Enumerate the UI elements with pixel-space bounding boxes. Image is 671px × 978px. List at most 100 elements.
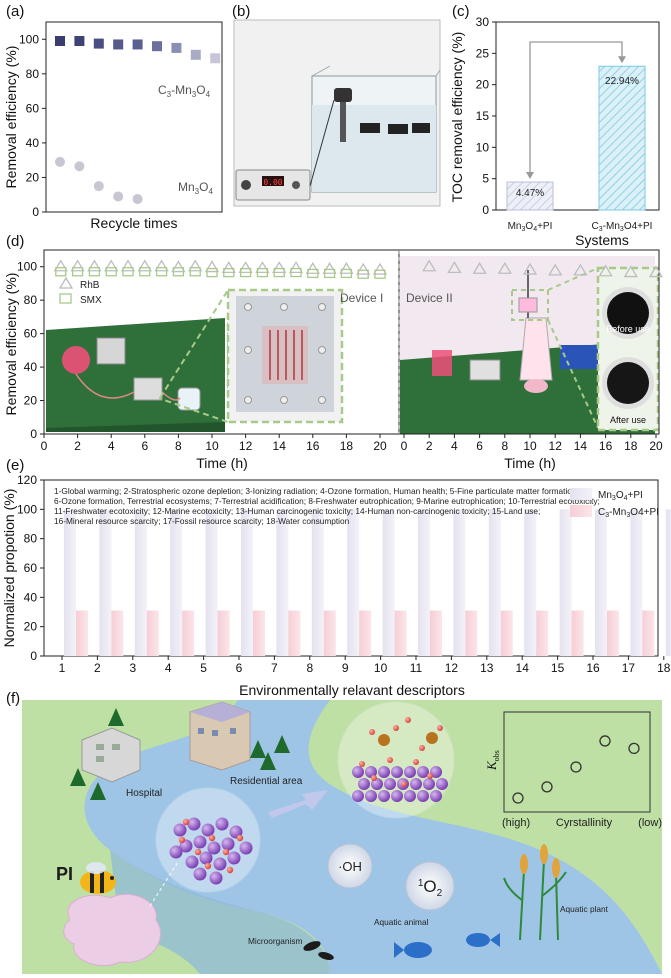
panel-a-c3-point [74,36,85,46]
panel-a-y-tick-label: 20 [26,170,40,184]
panel-e-x-tick-label: 13 [480,661,494,675]
panel-d-y-tick-label: 40 [24,360,38,374]
panel-d-smx-point [206,267,218,278]
panel-e-y-tick-label: 0 [30,649,37,663]
mn-atom [207,841,221,855]
panel-e-bar-c3 [642,610,655,656]
panel-a-mn3o4-point [132,194,143,205]
panel-e-y-tick-label: 40 [24,590,38,604]
panel-e-y-tick-label: 100 [17,502,37,516]
panel-e-bar-c3 [76,610,88,656]
panel-e-x-tick-label: 5 [200,661,207,675]
panel-d-rhb-point [221,261,236,274]
o2-main: O [423,877,436,896]
panel-d-x-tick-label-right: 4 [451,439,458,453]
panel-c-y-tick-label: 30 [476,15,490,29]
leg1-o: O [616,490,624,501]
panel-e-x-axis-title: Environmentally relavant descriptors [239,682,465,698]
panel-d-rhb-point [104,259,119,272]
panel-d-smx-point [88,267,101,277]
panel-c-value-label: 22.94% [605,76,639,87]
controller-display: 0.00 [263,178,282,187]
hospital-label: Hospital [126,788,162,799]
panel-c-y-tick-label: 5 [482,172,489,186]
mn-atom [169,845,183,859]
cat1-mn-sub: 3 [522,226,526,233]
mn-atom [201,823,215,837]
descriptor-line-3: 11-Freshwater ecotoxicity; 12-Marine eco… [54,506,540,516]
panel-e-y-tick-label: 60 [24,561,38,575]
o-atom [419,745,425,751]
panel-d-y-tick-label: 20 [24,394,38,408]
panel-d-rhb-point [648,265,664,278]
panel-e-bar-mn3o4 [382,509,395,656]
panel-d-rhb-point [238,261,253,274]
kobs-inset-points [512,735,640,804]
panel-c-x-axis-title: Systems [575,232,629,248]
panel-d-rhb-point [204,260,220,273]
o-atom [437,725,443,731]
panel-e-y-tick-label: 20 [24,620,38,634]
panel-a-c3-point [171,42,182,53]
device-1-inset [226,288,344,424]
kobs-point [541,781,553,793]
panel-e-x-tick-label: 14 [516,661,530,675]
pi-label: PI [56,864,73,884]
panel-c-y-tick-label: 20 [476,78,490,92]
mn-atom [187,817,201,831]
leg2-c-sub: 3 [605,512,609,519]
mn-atom [227,851,241,865]
panel-d-rhb-point [87,259,102,272]
mn-atom [358,778,370,790]
o-atom [222,848,230,856]
panel-label-e: (e) [6,457,24,474]
mn-atom [404,790,416,802]
panel-d-smx-point [189,267,201,277]
panel-d-rhb-point [70,259,85,272]
panel-d-x-tick-label-left: 4 [108,439,115,453]
panel-label-d: (d) [6,233,24,250]
legend-smx-label: SMX [80,295,102,306]
device-2-inset: Before use After use [596,266,660,432]
panel-e-x-tick-label: 16 [586,661,600,675]
panel-d-x-tick-label-right: 6 [476,439,483,453]
panel-c-bar [598,65,646,211]
mn-atom [352,790,364,802]
panel-a-mn3o4-point [113,191,124,202]
panel-d-x-tick-label-right: 18 [624,439,638,453]
aquatic-animal-label: Aquatic animal [374,917,429,927]
catalyst-spheres-right [352,717,448,802]
fish-icons [394,933,500,958]
catalyst-spheres-left [169,817,253,885]
o-atom [405,717,411,723]
label-mn-o-sub: 4 [208,187,213,196]
panel-d-legend: RhB SMX [58,276,102,306]
o-atom [401,781,407,787]
panel-e-bars [64,509,671,656]
panel-d-smx-point [290,267,302,278]
o-atom [369,729,375,735]
panel-a-y-tick-label: 40 [26,136,40,150]
panel-e-x-tick-label: 7 [271,661,278,675]
trees [70,708,290,800]
panel-e-bar-mn3o4 [134,509,147,656]
panel-d-smx-point [122,267,134,277]
panel-d-rhb-point [447,261,462,274]
panel-e-x-tick-label: 3 [129,661,136,675]
panel-e-bar-c3 [288,610,301,656]
panel-d-smx-point [55,267,67,277]
singlet-oxygen-bubble [405,861,455,911]
panel-d-smx-point [139,267,151,277]
panel-d-rhb-point [497,261,512,274]
panel-a-y-tick-label: 60 [26,101,40,115]
kobs-x-label: Cyrstallinity [556,817,613,829]
panel-e-x-tick-label: 15 [551,661,565,675]
panel-d-rhb-point [472,261,487,274]
panel-c-bar [506,181,554,211]
kobs-y-label: Kobs [484,750,501,771]
